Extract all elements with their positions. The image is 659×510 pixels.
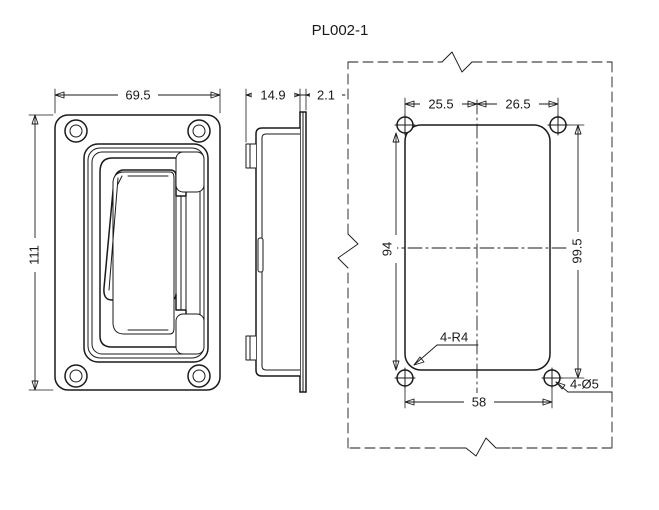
- cutout-opening: [404, 124, 551, 371]
- note-corner-radius-label: 4-R4: [440, 329, 468, 344]
- handle-stem: [175, 195, 187, 311]
- front-handle-body: [99, 151, 205, 355]
- dim-cutout-inner-height: 94: [379, 132, 400, 371]
- dim-side-depth: 14.9: [245, 86, 301, 143]
- dim-front-height: 111: [26, 114, 54, 391]
- side-body-outline: [255, 127, 301, 377]
- dim-cutout-hole-horizontal-label: 58: [472, 394, 486, 409]
- dim-side-flange-label: 2.1: [317, 87, 335, 102]
- dim-cutout-top-right: 26.5: [476, 95, 559, 117]
- dim-front-width-label: 69.5: [125, 87, 150, 102]
- cutout-panel-boundary: [337, 51, 613, 457]
- hole-marker-top-right: [547, 114, 569, 136]
- hole-marker-bottom-left: [394, 367, 416, 389]
- note-corner-radius: 4-R4: [413, 329, 479, 366]
- side-view: 14.9 2.1: [245, 86, 346, 393]
- dim-cutout-top-left: 25.5: [404, 95, 478, 117]
- dim-cutout-top-right-label: 26.5: [505, 96, 530, 111]
- hole-marker-top-left: [394, 114, 416, 136]
- drawing-title: PL002-1: [312, 22, 369, 39]
- side-flange-plate: [299, 111, 307, 393]
- dim-cutout-hole-horizontal: 58: [404, 387, 553, 411]
- front-mounting-holes: [64, 119, 211, 388]
- dim-front-width: 69.5: [54, 86, 221, 114]
- side-handle-lugs: [245, 143, 257, 361]
- dim-side-flange: 2.1: [299, 86, 346, 111]
- side-latch-detail: [257, 237, 264, 273]
- dim-cutout-top-left-label: 25.5: [428, 96, 453, 111]
- dim-cutout-hole-vertical: 99.5: [561, 124, 587, 379]
- dim-cutout-hole-vertical-label: 99.5: [569, 238, 584, 263]
- dim-side-depth-label: 14.9: [260, 87, 285, 102]
- cutout-view: 25.5 26.5 94: [337, 51, 613, 457]
- handle-grip-opening: [112, 171, 175, 335]
- dim-front-height-label: 111: [26, 245, 41, 265]
- note-holes-label: 4-Ø5: [570, 376, 599, 391]
- note-holes: 4-Ø5: [555, 376, 613, 393]
- dim-cutout-inner-height-label: 94: [379, 242, 394, 256]
- front-view: 69.5 111: [26, 86, 221, 391]
- handle-lugs: [175, 151, 205, 355]
